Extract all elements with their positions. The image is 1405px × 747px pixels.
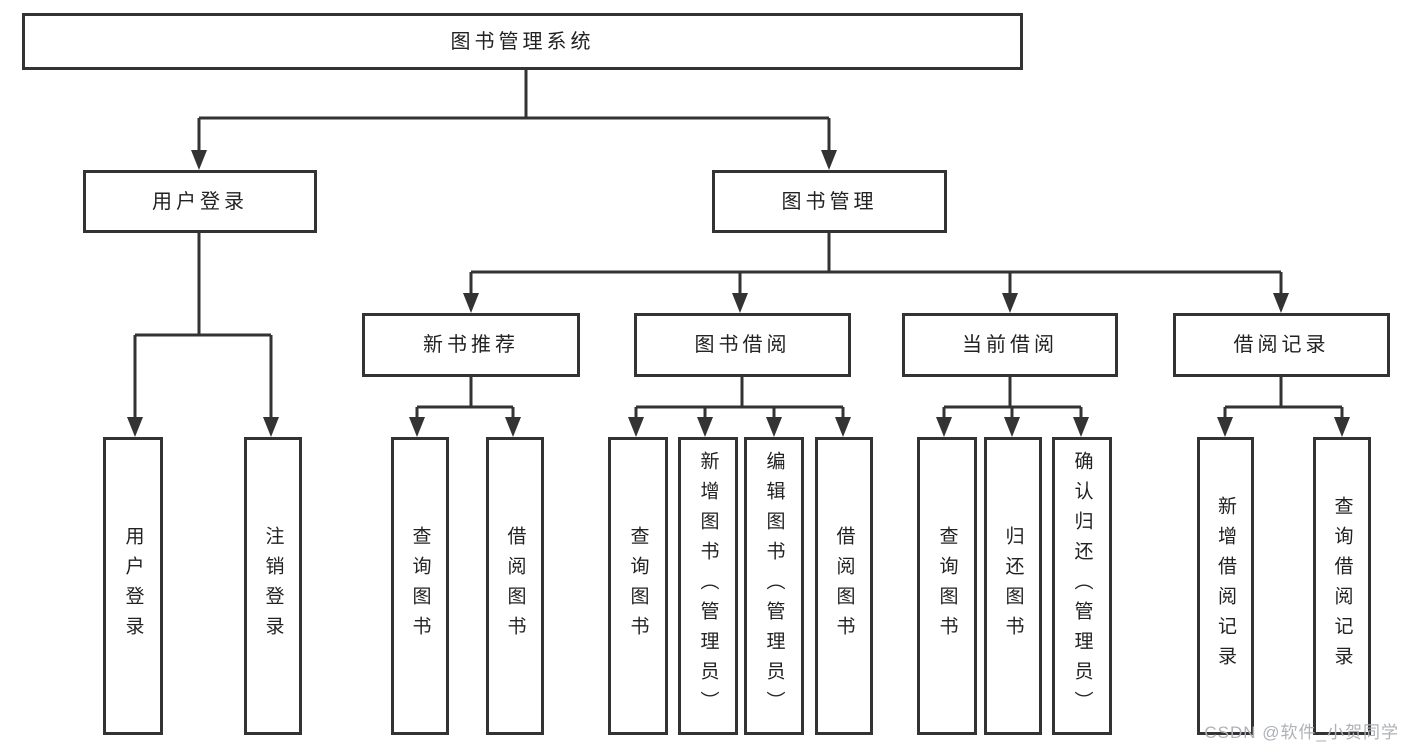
leaf-current-query-book: 查询图书: [917, 437, 977, 735]
leaf-borrow-add-book-admin: 新增图书（管理员）: [678, 437, 738, 735]
leaf-current-return-book: 归还图书: [984, 437, 1042, 735]
leaf-logout: 注销登录: [244, 437, 302, 735]
leaf-record-query-borrow-record: 查询借阅记录: [1313, 437, 1371, 735]
node-user-login: 用户登录: [83, 170, 317, 233]
node-new-book-recommend: 新书推荐: [362, 313, 580, 377]
node-book-management: 图书管理: [712, 170, 947, 233]
leaf-current-confirm-return-admin: 确认归还（管理员）: [1052, 437, 1112, 735]
csdn-watermark: CSDN @软件_小贺同学: [1204, 723, 1399, 742]
node-current-borrow: 当前借阅: [902, 313, 1118, 377]
leaf-borrow-edit-book-admin: 编辑图书（管理员）: [744, 437, 804, 735]
leaf-record-add-borrow-record: 新增借阅记录: [1197, 437, 1254, 735]
node-book-borrow: 图书借阅: [634, 313, 851, 377]
leaf-borrow-query-book: 查询图书: [608, 437, 668, 735]
leaf-recommend-borrow-book: 借阅图书: [486, 437, 544, 735]
leaf-recommend-query-book: 查询图书: [391, 437, 449, 735]
leaf-borrow-borrow-book: 借阅图书: [815, 437, 873, 735]
leaf-user-login: 用户登录: [103, 437, 163, 735]
node-borrow-record: 借阅记录: [1173, 313, 1390, 377]
node-root-system: 图书管理系统: [22, 13, 1023, 70]
